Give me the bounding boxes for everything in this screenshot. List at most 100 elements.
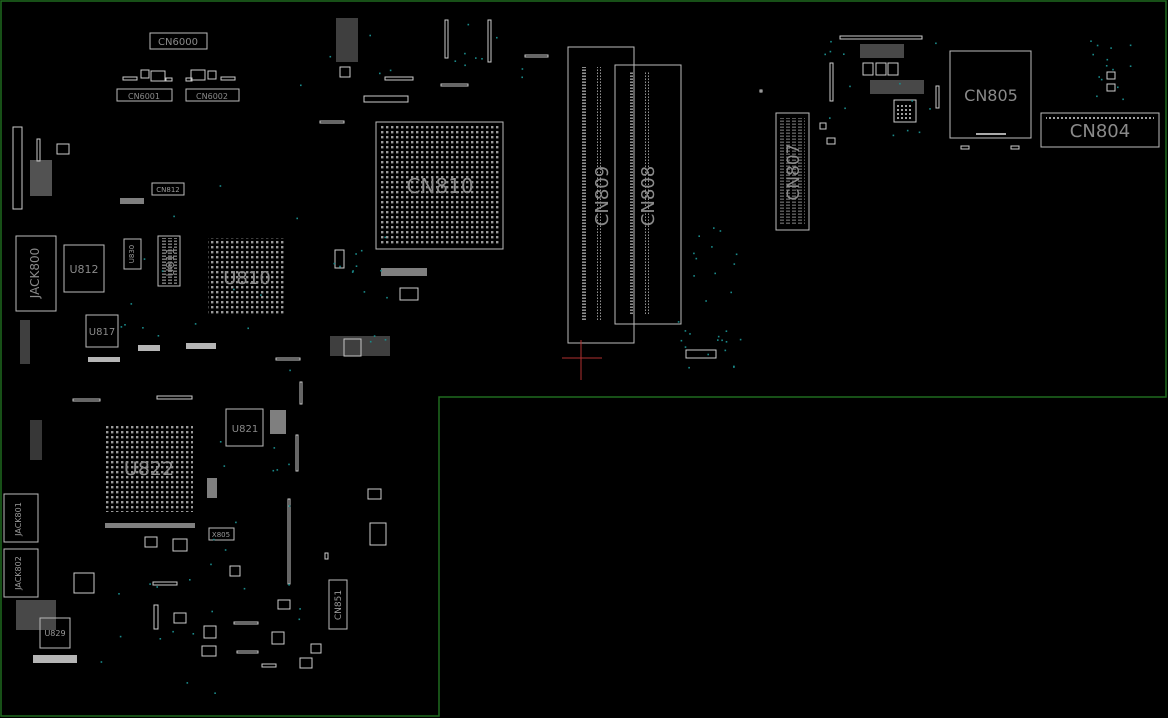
u811-footprint[interactable]: U811	[157, 235, 181, 287]
via-dot	[142, 327, 144, 329]
cn6000-footprint[interactable]: CN6000	[149, 32, 208, 50]
position-marker	[562, 340, 602, 380]
via-dot	[351, 271, 354, 273]
jack802-footprint[interactable]: JACK802	[3, 548, 39, 598]
cn851-footprint[interactable]: CN851	[328, 579, 348, 630]
via-dot	[143, 258, 146, 260]
u822-footprint[interactable]: U822	[105, 424, 193, 512]
via-dot	[899, 82, 901, 85]
cn812-label: CN812	[156, 186, 180, 194]
via-dot	[223, 465, 226, 467]
jack802-label: JACK802	[14, 556, 23, 591]
via-dot	[464, 64, 466, 67]
cn808-footprint[interactable]: CN808	[614, 64, 682, 325]
via-dot	[211, 610, 213, 613]
via-dot	[379, 72, 381, 75]
via-dot	[172, 630, 174, 633]
via-dot	[124, 324, 126, 326]
via-dot	[288, 505, 291, 507]
via-dot	[1090, 40, 1092, 42]
u810-label: U810	[223, 268, 271, 289]
u829-footprint[interactable]: U829	[39, 617, 71, 649]
via-dot	[1092, 53, 1094, 56]
cn6002-label: CN6002	[196, 92, 228, 101]
cn6002-footprint[interactable]: CN6002	[185, 88, 240, 102]
via-dot	[355, 265, 358, 267]
cn805-label: CN805	[964, 86, 1018, 105]
u830-label: U830	[128, 245, 136, 263]
cn805-footprint[interactable]: CN805	[949, 50, 1032, 139]
via-dot	[296, 217, 298, 220]
via-dot	[210, 563, 212, 566]
via-dot	[273, 447, 276, 449]
via-dot	[159, 638, 162, 640]
via-dot	[719, 230, 722, 232]
cn6000-label: CN6000	[158, 37, 198, 48]
via-dot	[380, 269, 382, 272]
via-dot	[721, 339, 723, 342]
via-dot	[829, 50, 832, 53]
via-dot	[693, 252, 695, 255]
cn809-footprint[interactable]: CN809	[567, 46, 635, 344]
via-dot	[214, 692, 216, 694]
via-dot	[243, 587, 246, 590]
cn6001-footprint[interactable]: CN6001	[116, 88, 173, 102]
via-dot	[289, 369, 291, 372]
cn6001-label: CN6001	[128, 92, 160, 101]
via-dot	[1110, 47, 1112, 49]
via-dot	[300, 84, 302, 87]
via-dot	[521, 76, 523, 79]
u821-footprint[interactable]: U821	[225, 408, 264, 447]
via-dot	[698, 235, 700, 237]
via-dot	[288, 463, 290, 466]
cn812-footprint[interactable]: CN812	[151, 182, 185, 196]
via-dot	[363, 291, 366, 293]
via-dot	[1100, 78, 1103, 81]
via-dot	[213, 538, 215, 541]
u810-footprint[interactable]: U810	[208, 238, 286, 316]
cn804-footprint[interactable]: CN804	[1040, 112, 1160, 148]
u817-footprint[interactable]: U817	[85, 314, 119, 348]
via-dot	[235, 521, 237, 524]
cn807-label: CN807	[784, 143, 804, 200]
jack800-footprint[interactable]: JACK800	[15, 235, 57, 312]
via-dot	[680, 339, 683, 342]
via-dot	[224, 549, 227, 551]
via-dot	[707, 353, 709, 356]
misc-parts-center	[72, 19, 827, 669]
via-dot	[186, 682, 189, 684]
via-dot	[100, 661, 103, 663]
u830-footprint[interactable]: U830	[123, 238, 142, 270]
via-dot	[829, 117, 831, 119]
via-dot	[1105, 65, 1108, 67]
via-dot	[333, 262, 336, 265]
via-dot	[194, 323, 197, 325]
via-dot	[695, 257, 698, 260]
via-dot	[360, 249, 363, 252]
x805-footprint[interactable]: X805	[208, 527, 235, 541]
via-dot	[192, 633, 195, 635]
via-dot	[389, 69, 392, 72]
u812-footprint[interactable]: U812	[63, 244, 105, 293]
via-dot	[730, 291, 732, 294]
cn810-footprint[interactable]: CN810	[375, 121, 504, 250]
u811-label: U811	[164, 247, 177, 276]
via-dot	[1129, 65, 1132, 67]
via-dot	[369, 340, 372, 343]
u817-label: U817	[89, 327, 115, 338]
via-dot	[481, 58, 483, 60]
via-dot	[219, 185, 222, 187]
cn810-label: CN810	[406, 174, 473, 198]
via-dot	[161, 270, 164, 272]
via-dot	[843, 53, 845, 55]
via-dot	[713, 227, 715, 229]
cn808-label: CN808	[638, 166, 659, 226]
via-dot	[918, 131, 921, 134]
cn807-footprint[interactable]: CN807	[775, 112, 810, 231]
via-dot	[299, 608, 301, 610]
jack801-footprint[interactable]: JACK801	[3, 493, 39, 543]
via-dot	[688, 366, 690, 369]
part-rows	[16, 18, 924, 663]
